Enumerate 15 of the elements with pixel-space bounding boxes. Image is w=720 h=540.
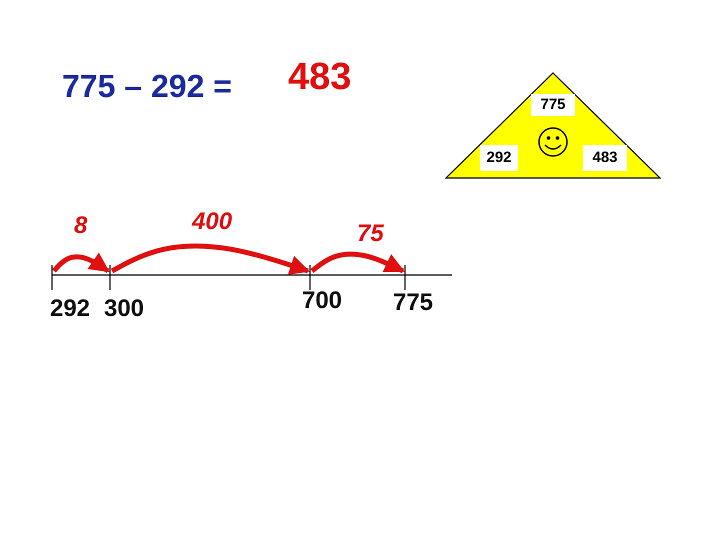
edge-label: 8 (74, 212, 88, 240)
edge-label: 75 (357, 220, 384, 248)
jump-arrow (52, 252, 110, 274)
edge-label: 400 (192, 208, 232, 236)
number-label: 700 (300, 287, 344, 315)
number-label: 292 (48, 295, 92, 323)
number-box: 483 (583, 145, 627, 171)
number-label: 775 (392, 289, 434, 317)
number-label: 300 (102, 295, 146, 323)
answer-text: 483 (288, 56, 352, 99)
number-box: 292 (480, 145, 518, 171)
jump-arrow (110, 244, 310, 275)
number-box: 775 (531, 94, 575, 116)
jump-arrow (310, 252, 405, 274)
equation-text: 775 – 292 = (62, 68, 232, 105)
